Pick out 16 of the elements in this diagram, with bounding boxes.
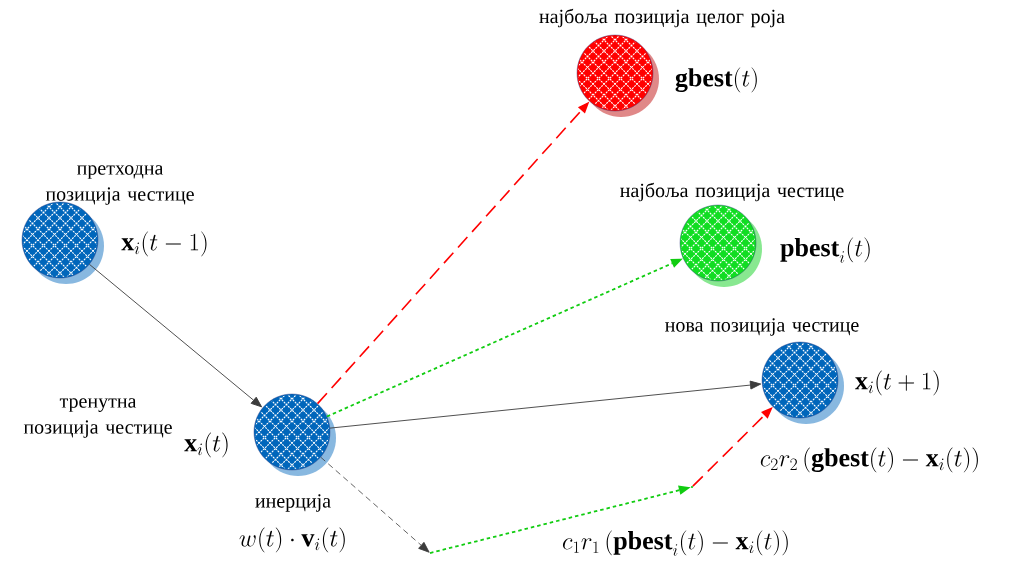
formula: $c_1r_1\left(\mathbf{pbest}_i(t)-\mathbf{x}_i(t)\right)$ <box>562 530 788 556</box>
position-label: претходна позиција честице <box>45 165 194 205</box>
position-label: нова позиција честице <box>665 318 859 336</box>
formula: $\mathbf{gbest}(t)$ <box>675 67 757 93</box>
formula: $\mathbf{x}_i(t)$ <box>184 432 228 458</box>
position-label: најбоља позиција целог роја <box>539 8 785 28</box>
formula: $\mathbf{x}_i(t-1)$ <box>121 231 207 257</box>
arrow <box>89 263 263 408</box>
formula: $c_2r_2\left(\mathbf{gbest}(t)-\mathbf{x}_i(t)\right)$ <box>760 447 978 473</box>
formula: $\mathbf{pbest}_i(t)$ <box>780 237 870 263</box>
arrow <box>320 456 430 553</box>
position-label: најбоља позиција честице <box>620 182 844 202</box>
arrow <box>329 380 762 429</box>
position-label: тренутна позиција честице <box>23 398 172 438</box>
formula: $\mathbf{x}_i(t+1)$ <box>855 370 939 396</box>
formula: $w(t)\cdot\mathbf{v}_i(t)$ <box>239 527 345 553</box>
